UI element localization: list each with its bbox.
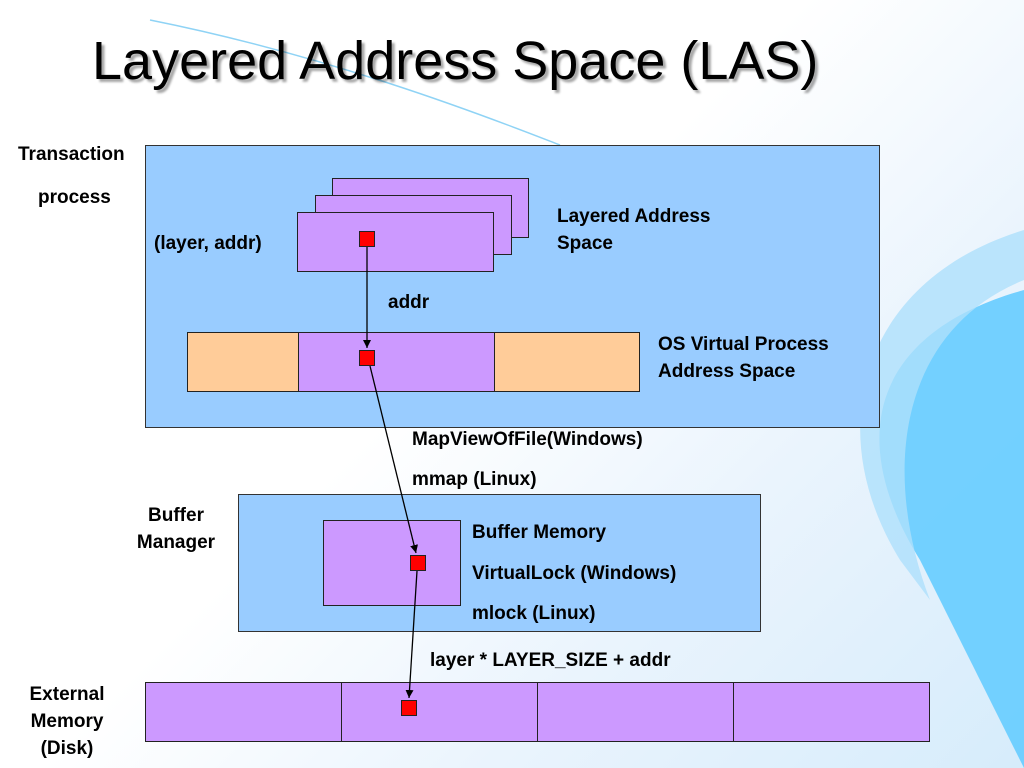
label-las-line1: Layered Address bbox=[557, 206, 711, 227]
label-layer-formula: layer * LAYER_SIZE + addr bbox=[430, 650, 671, 671]
label-mapviewoffile: MapViewOfFile(Windows) bbox=[412, 429, 643, 450]
label-transaction: Transaction bbox=[18, 144, 125, 165]
os-segment-right bbox=[494, 332, 640, 392]
label-buffer-memory: Buffer Memory bbox=[472, 522, 607, 543]
slide-title: Layered Address Space (LAS) bbox=[92, 31, 819, 91]
disk-segment-1 bbox=[145, 682, 342, 742]
label-process: process bbox=[38, 187, 111, 208]
disk-marker bbox=[401, 700, 417, 716]
label-layer-addr: (layer, addr) bbox=[154, 233, 262, 254]
label-os-line1: OS Virtual Process bbox=[658, 334, 829, 355]
label-buffer: Buffer bbox=[148, 505, 204, 526]
buffer-memory-box bbox=[323, 520, 461, 606]
disk-segment-3 bbox=[537, 682, 734, 742]
label-las-line2: Space bbox=[557, 233, 613, 254]
label-mmap: mmap (Linux) bbox=[412, 469, 537, 490]
layer-box-front bbox=[297, 212, 494, 272]
label-memory: Memory bbox=[30, 711, 104, 732]
buffer-marker bbox=[410, 555, 426, 571]
label-os-line2: Address Space bbox=[658, 361, 796, 382]
os-segment-mapped bbox=[298, 332, 495, 392]
os-segment-left bbox=[187, 332, 299, 392]
disk-segment-4 bbox=[733, 682, 930, 742]
label-addr: addr bbox=[388, 292, 430, 313]
label-virtuallock: VirtualLock (Windows) bbox=[472, 563, 677, 584]
os-marker bbox=[359, 350, 375, 366]
label-mlock: mlock (Linux) bbox=[472, 603, 596, 624]
label-external: External bbox=[29, 684, 105, 705]
label-manager: Manager bbox=[136, 532, 216, 553]
disk-segment-2 bbox=[341, 682, 538, 742]
layer-marker bbox=[359, 231, 375, 247]
label-disk: (Disk) bbox=[40, 738, 94, 759]
